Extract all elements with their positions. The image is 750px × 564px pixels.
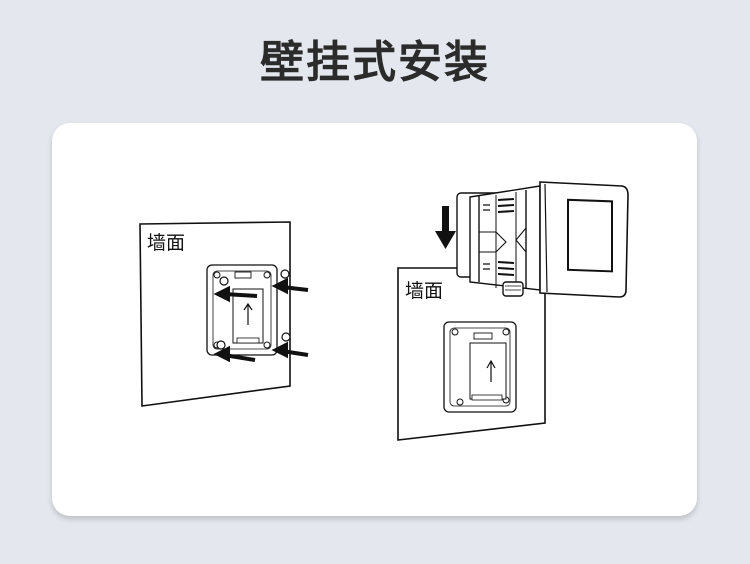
- left-wall-label: 墙面: [147, 232, 186, 254]
- device-screen: [567, 198, 613, 273]
- right-mounting-bracket: [443, 321, 517, 413]
- left-screws: [216, 269, 291, 350]
- left-diagram: [139, 221, 309, 407]
- page-title: 壁挂式安装: [260, 37, 490, 88]
- right-wall-label: 墙面: [405, 280, 444, 302]
- device-front: [539, 181, 629, 298]
- left-mounting-bracket: [206, 264, 278, 356]
- down-arrow-icon: [435, 206, 456, 249]
- left-direction-arrows: [213, 277, 309, 363]
- right-diagram: [397, 181, 629, 441]
- device-housing: [456, 185, 548, 297]
